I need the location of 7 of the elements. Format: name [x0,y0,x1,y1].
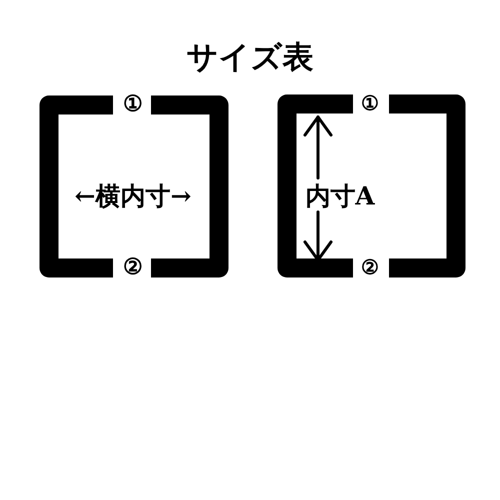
circled-number: ① [361,93,379,113]
dimension-label: 内寸A [305,184,375,208]
dimension-label: ←横内寸→ [74,184,192,208]
circled-number: ② [123,256,143,278]
title: サイズ表 [186,42,314,74]
circled-number: ① [123,93,143,115]
circled-number: ② [361,257,379,277]
